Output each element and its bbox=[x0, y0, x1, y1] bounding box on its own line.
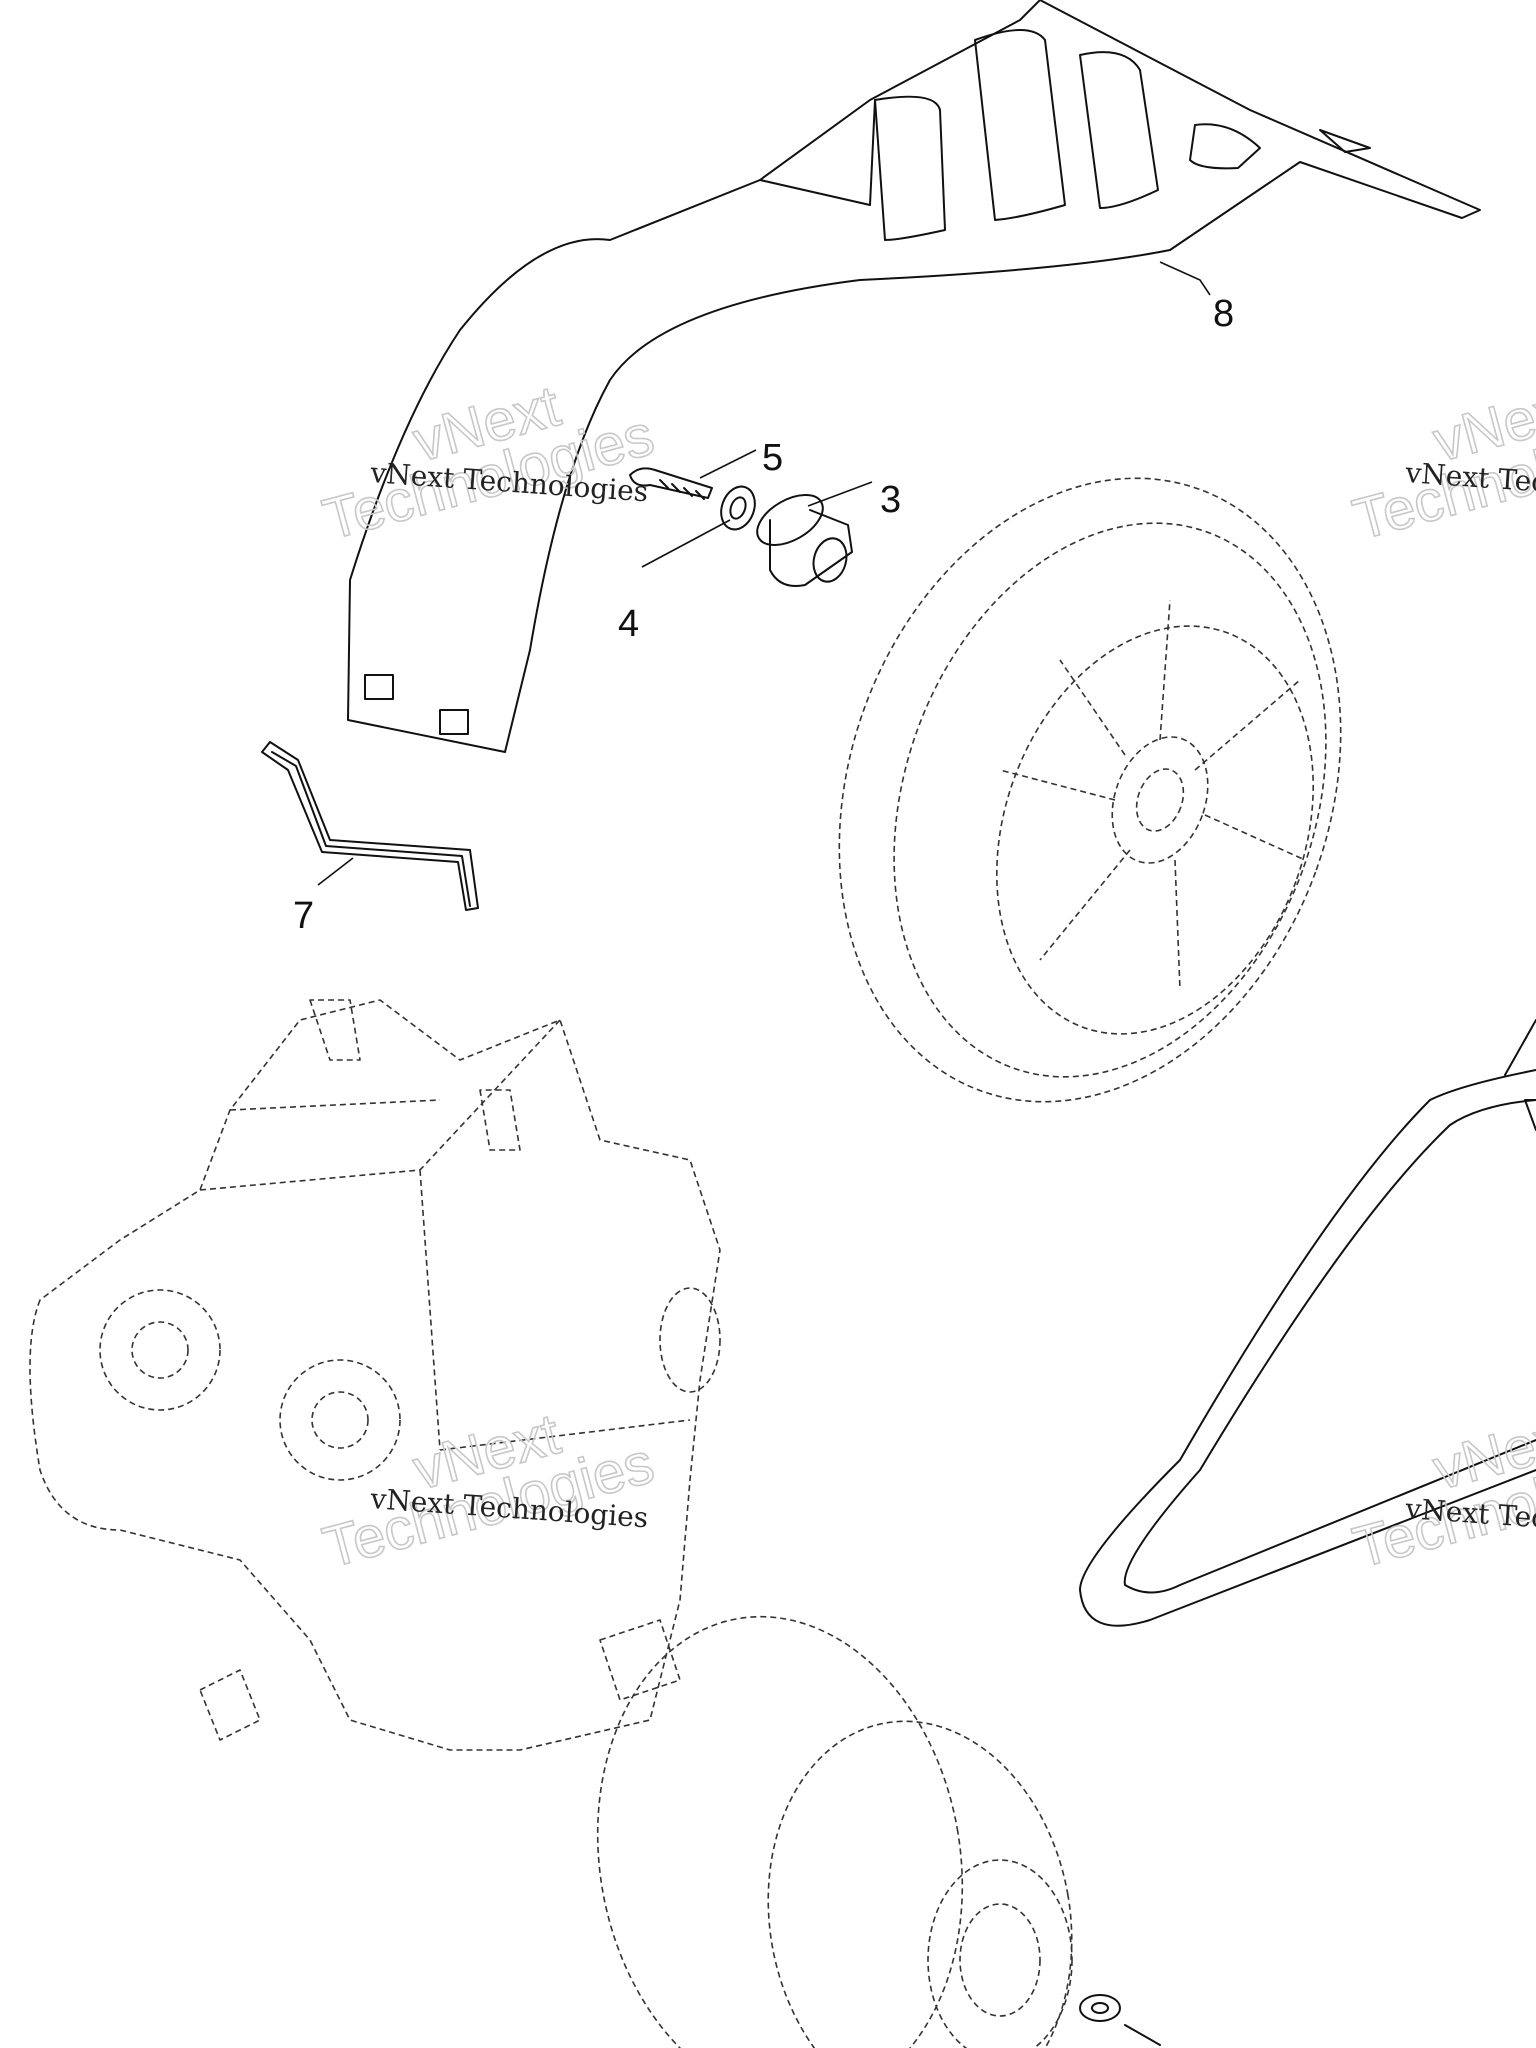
callout-7: 7 bbox=[293, 895, 314, 937]
edge-trim-part bbox=[261, 741, 479, 911]
screw-part bbox=[629, 467, 713, 500]
watermark-top-right: vNext Technologies vNext Technologies bbox=[1346, 373, 1536, 554]
callout-4: 4 bbox=[618, 603, 639, 645]
drive-belt-part bbox=[1079, 1019, 1536, 1627]
callout-3: 3 bbox=[880, 479, 901, 521]
watermark-bottom-left: vNext Technologies vNext Technologies bbox=[316, 1401, 661, 1582]
watermark-bottom-right: vNext Technologies vNext Technologies bbox=[1346, 1401, 1536, 1582]
callout-8: 8 bbox=[1213, 293, 1234, 335]
driven-pulley-background bbox=[838, 477, 1342, 1103]
engine-background bbox=[29, 999, 721, 1751]
callout-5: 5 bbox=[762, 437, 783, 479]
belt-guard-part bbox=[347, 0, 1481, 753]
watermark-top-left: vNext Technologies vNext Technologies bbox=[316, 373, 661, 554]
washer-part bbox=[720, 485, 756, 531]
spacer-part bbox=[756, 494, 853, 587]
drive-pulley-background bbox=[596, 1615, 1161, 2048]
callout-leaders bbox=[317, 261, 1211, 886]
